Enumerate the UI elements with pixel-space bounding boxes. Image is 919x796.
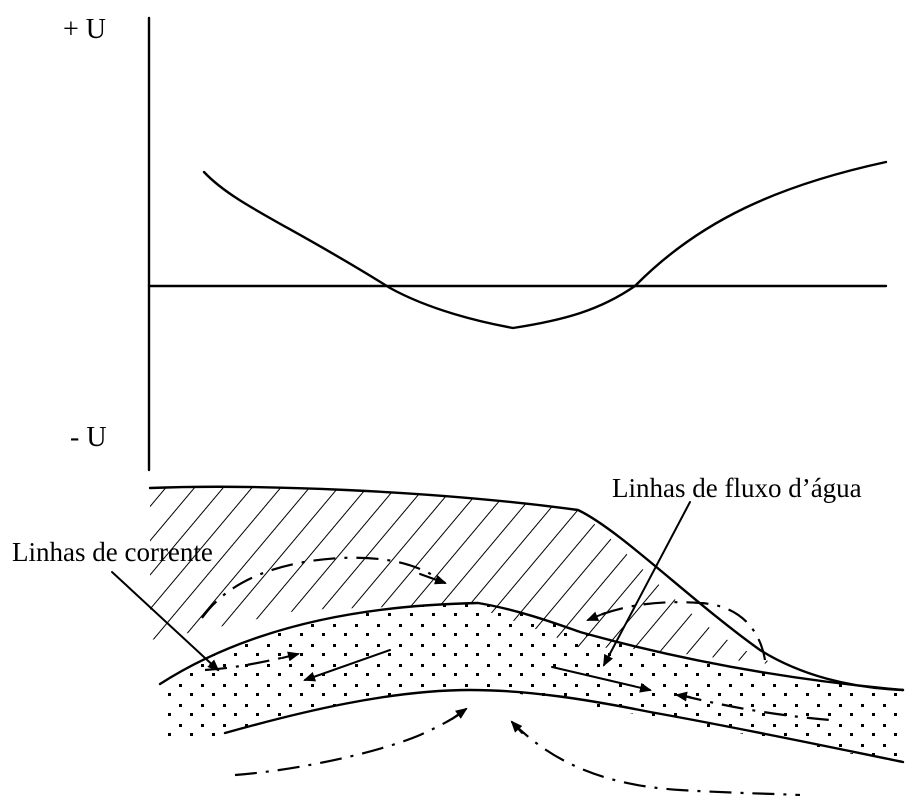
axis-label-negative: - U <box>70 422 107 453</box>
current-line-right-arrow <box>586 611 606 621</box>
leader-line-current <box>111 571 220 672</box>
upper-contact-line <box>158 601 905 692</box>
current-line-lower-left <box>234 709 466 777</box>
surface-line <box>148 485 905 692</box>
potential-graph: + U - U <box>63 14 888 472</box>
current-line-upper-left-arrow <box>419 573 447 585</box>
current-line-upper-left <box>201 556 446 619</box>
current-line-lower-right <box>511 721 801 796</box>
current-line-lower-left-arrow <box>451 707 468 720</box>
current-line-inner-right <box>679 693 831 722</box>
lower-contact-line <box>223 688 905 764</box>
potential-curve <box>202 160 888 330</box>
water-flow-line-left <box>303 649 391 682</box>
label-water-flow-lines: Linhas de fluxo d’água <box>612 473 862 503</box>
current-line-inner-right-arrow <box>675 691 691 702</box>
hatched-layer <box>150 486 780 665</box>
current-line-right <box>587 601 767 661</box>
cross-section: Linhas de fluxo d’água Linhas de corrent… <box>12 473 905 796</box>
current-line-lower-right-arrow <box>510 720 523 734</box>
current-line-inner-left-arrow <box>281 651 300 662</box>
leader-line-flow <box>603 501 691 667</box>
water-flow-line-right <box>551 666 652 693</box>
axis-label-positive: + U <box>63 14 106 45</box>
dotted-layer <box>160 603 903 762</box>
label-current-lines: Linhas de corrente <box>12 537 213 567</box>
